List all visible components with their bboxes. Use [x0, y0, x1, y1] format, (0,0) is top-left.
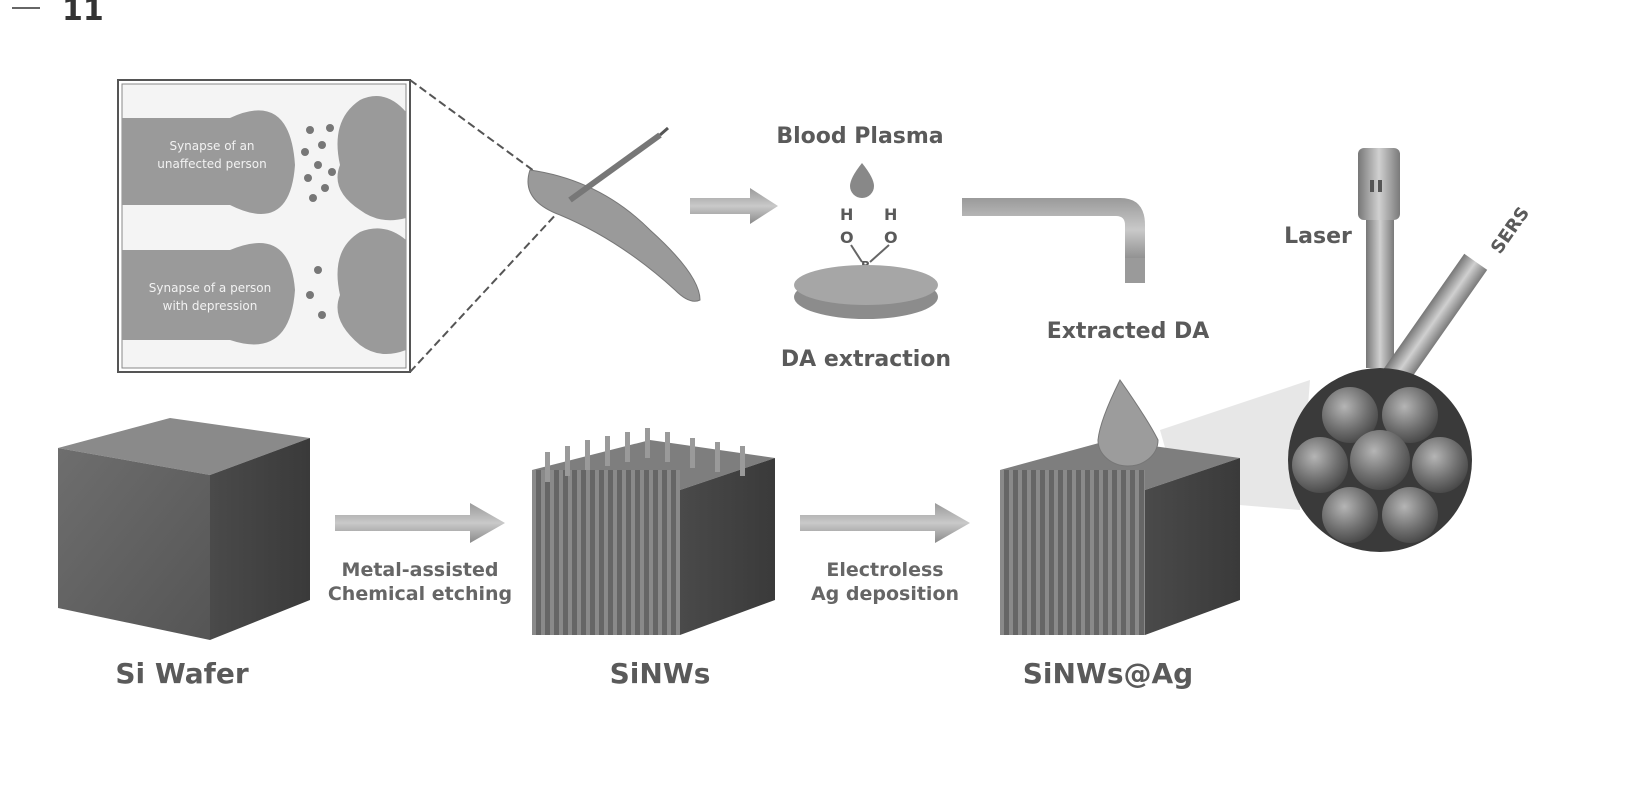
arrow-deposition: [800, 503, 970, 543]
sers-label: SERS: [1487, 203, 1534, 258]
atom-o-right: O: [884, 228, 898, 247]
extracted-da-label: Extracted DA: [1047, 319, 1210, 344]
bent-arrow-to-substrate: [962, 198, 1145, 262]
atom-h-left: H: [840, 205, 853, 224]
atom-o-left: O: [840, 228, 854, 247]
ag-nanoparticles-zoom: [1288, 368, 1472, 552]
sinws-block: [532, 428, 775, 635]
deposition-label-line2: Ag deposition: [811, 583, 959, 605]
extraction-group: Blood Plasma H H O O B DA extraction: [776, 124, 951, 372]
synapse-normal-label-line2: unaffected person: [157, 157, 266, 171]
si-wafer-cube: [58, 418, 310, 640]
zoom-line-bottom: [410, 210, 560, 372]
blood-plasma-label: Blood Plasma: [776, 124, 943, 149]
deposition-label-line1: Electroless: [826, 559, 943, 581]
da-extraction-label: DA extraction: [781, 347, 951, 372]
atom-h-right: H: [884, 205, 897, 224]
synapse-inset: Synapse of an unaffected person Synapse …: [118, 80, 410, 372]
arrow-to-extraction: [690, 188, 778, 224]
etching-label-line1: Metal-assisted: [342, 559, 499, 581]
synapse-depressed-label-line1: Synapse of a person: [149, 281, 271, 295]
laser-probe: [1358, 148, 1400, 368]
figure-number: 11: [62, 0, 104, 28]
arm-with-syringe: [528, 128, 700, 301]
synapse-depressed-label-line2: with depression: [163, 299, 258, 313]
extraction-disc-top: [794, 265, 938, 305]
sinws-label: SiNWs: [610, 657, 711, 690]
plasma-drop: [850, 163, 874, 198]
si-wafer-label: Si Wafer: [115, 657, 248, 690]
sinws-ag-label: SiNWs@Ag: [1023, 657, 1193, 690]
synapse-normal-label-line1: Synapse of an: [169, 139, 254, 153]
etching-label-line2: Chemical etching: [328, 583, 512, 605]
laser-label: Laser: [1284, 224, 1352, 249]
arrow-etching: [335, 503, 505, 543]
da-droplet: [1098, 380, 1158, 466]
